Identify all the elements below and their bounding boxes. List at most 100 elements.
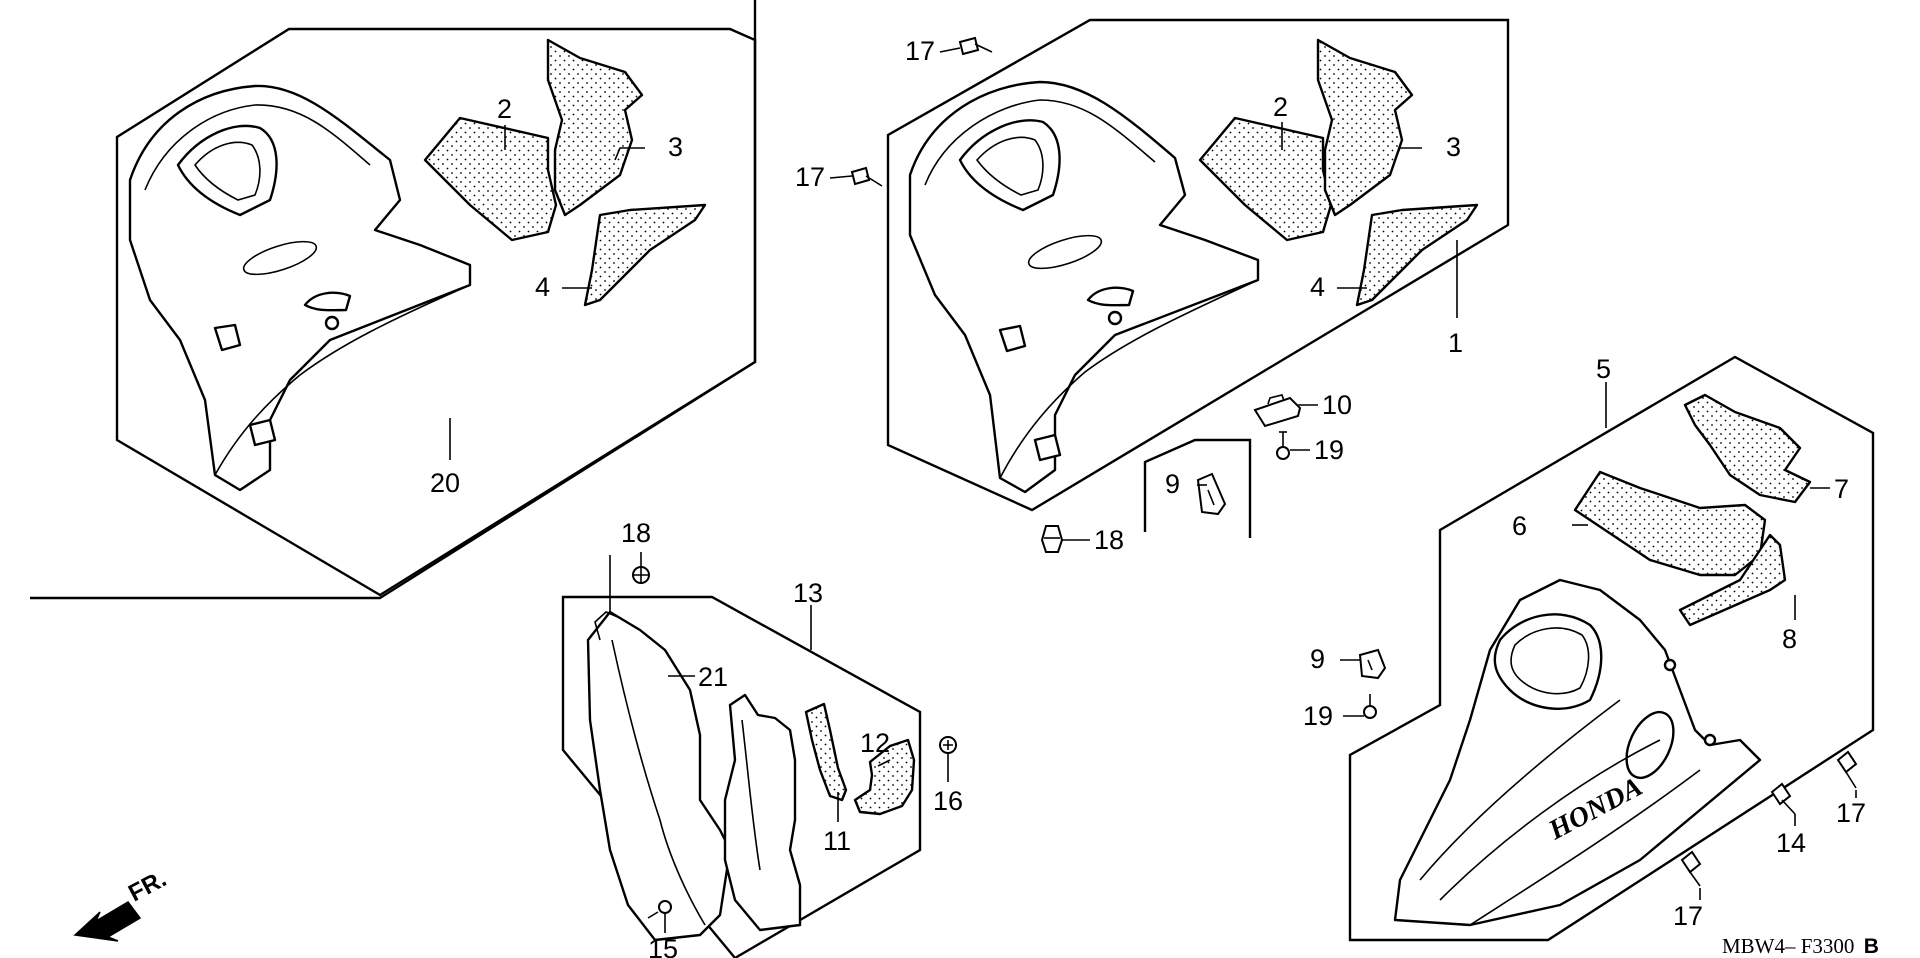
lower-cowl-edge bbox=[1469, 769, 1701, 926]
callout-10: 10 bbox=[1322, 390, 1352, 420]
callout-16: 16 bbox=[933, 786, 963, 816]
middle-cowl-right-vent-inner bbox=[975, 136, 1044, 196]
callout-5: 5 bbox=[1596, 354, 1611, 384]
callout-18-lower: 18 bbox=[621, 518, 651, 548]
lower-cowl-vent bbox=[1493, 613, 1603, 710]
pad-12 bbox=[853, 738, 916, 816]
assembly-frame-1 bbox=[886, 18, 1510, 512]
grommet-18-lower bbox=[632, 566, 650, 584]
assembly-frame-5 bbox=[1348, 355, 1875, 942]
callout-3-right: 3 bbox=[1446, 132, 1461, 162]
drawing-code: MBW4– F3300 B bbox=[1722, 934, 1879, 958]
callout-20: 20 bbox=[430, 468, 460, 498]
callout-15: 15 bbox=[648, 934, 678, 958]
front-direction-marker: FR. bbox=[73, 865, 171, 942]
assembly-13-group bbox=[561, 566, 957, 958]
front-marker-label: FR. bbox=[124, 865, 171, 907]
lower-cowl-stripe-2 bbox=[1439, 739, 1661, 901]
frame-extension-line bbox=[30, 0, 757, 600]
front-arrow-icon bbox=[73, 901, 142, 942]
pad-6 bbox=[1573, 470, 1767, 577]
screw-17-mid bbox=[850, 166, 883, 187]
leader-lines bbox=[449, 47, 1857, 933]
callout-19-lower: 19 bbox=[1303, 701, 1333, 731]
callout-21: 21 bbox=[698, 662, 728, 692]
middle-cowl-left-emblem bbox=[242, 240, 318, 276]
middle-cowl-left-tab-lower bbox=[248, 418, 277, 447]
bolt-14 bbox=[1770, 782, 1796, 815]
pad-7 bbox=[1683, 393, 1812, 504]
callout-18-center: 18 bbox=[1094, 525, 1124, 555]
callout-9-upper: 9 bbox=[1165, 469, 1180, 499]
pad-2-right bbox=[1198, 116, 1333, 242]
middle-cowl-left-duct bbox=[303, 291, 352, 312]
callout-13: 13 bbox=[793, 578, 823, 608]
middle-cowl-right-boss bbox=[1107, 310, 1123, 326]
grommet-18-center bbox=[1040, 525, 1064, 553]
callout-4-left: 4 bbox=[535, 272, 550, 302]
pad-3-left bbox=[546, 38, 644, 217]
pad-11 bbox=[804, 702, 848, 802]
bracket-9-boxed-group bbox=[1143, 438, 1252, 538]
callout-17-right: 17 bbox=[1836, 798, 1866, 828]
callout-19-upper: 19 bbox=[1314, 435, 1344, 465]
bolt-19-upper bbox=[1276, 431, 1290, 460]
middle-cowl-right-vent bbox=[958, 119, 1061, 212]
middle-cowl-left-inner bbox=[144, 104, 371, 191]
callout-17-bottom: 17 bbox=[1673, 901, 1703, 931]
callout-14: 14 bbox=[1776, 828, 1806, 858]
middle-cowl-left-edge bbox=[214, 284, 471, 476]
assembly-1-group bbox=[850, 18, 1510, 512]
pad-3-right bbox=[1316, 38, 1414, 217]
callout-8: 8 bbox=[1782, 624, 1797, 654]
middle-cowl-left-vent-inner bbox=[193, 141, 261, 201]
callout-11: 11 bbox=[823, 826, 851, 856]
lower-cowl-vent-inner bbox=[1510, 627, 1590, 695]
callout-4-right: 4 bbox=[1310, 272, 1325, 302]
callout-12: 12 bbox=[860, 728, 890, 758]
pad-2-left bbox=[423, 116, 558, 242]
lower-cowl-stripe bbox=[1419, 699, 1621, 881]
screw-17-right bbox=[1836, 750, 1858, 789]
middle-cowl-left bbox=[128, 84, 472, 492]
assembly-frame-13 bbox=[561, 595, 922, 958]
callout-7: 7 bbox=[1834, 474, 1849, 504]
inner-cover-21-hook bbox=[594, 611, 621, 641]
screw-16 bbox=[939, 736, 957, 754]
middle-cowl-right-inner bbox=[924, 99, 1156, 186]
callout-2-right: 2 bbox=[1273, 92, 1288, 122]
trim-8 bbox=[1678, 533, 1787, 627]
assembly-20-group bbox=[30, 0, 757, 600]
callout-9-lower: 9 bbox=[1310, 644, 1325, 674]
middle-cowl-right-tab bbox=[998, 324, 1027, 353]
middle-cowl-left-tab bbox=[213, 323, 242, 352]
assembly-5-group: HONDA bbox=[1348, 355, 1875, 942]
inner-cover-21-rib bbox=[611, 639, 706, 926]
callouts: 20 2 3 4 17 17 2 3 4 1 10 19 9 18 18 13 … bbox=[430, 36, 1866, 958]
middle-cowl-right-edge bbox=[999, 279, 1259, 479]
drawing-code-main: MBW4– F3300 bbox=[1722, 934, 1854, 958]
bracket-9-upper bbox=[1196, 472, 1227, 516]
bracket-9-lower bbox=[1358, 648, 1387, 680]
callout-1: 1 bbox=[1448, 328, 1463, 358]
middle-cowl-right-emblem bbox=[1027, 234, 1103, 270]
pad-4-left bbox=[583, 203, 707, 307]
middle-cowl-right bbox=[908, 80, 1260, 494]
middle-cowl-left-vent bbox=[176, 124, 278, 217]
inner-cover-right bbox=[723, 693, 802, 932]
drawing-code-suffix: B bbox=[1864, 935, 1879, 958]
middle-cowl-right-duct bbox=[1086, 286, 1135, 307]
middle-cowl-left-boss bbox=[324, 315, 340, 331]
bracket-frame-9 bbox=[1143, 438, 1252, 538]
screw-17-top bbox=[958, 36, 993, 56]
screw-17-bottom bbox=[1680, 850, 1702, 887]
middle-cowl-right-tab-lower bbox=[1033, 433, 1062, 462]
callout-3-left: 3 bbox=[668, 132, 683, 162]
bolt-19-lower bbox=[1363, 694, 1377, 719]
callout-2-left: 2 bbox=[497, 94, 512, 124]
callout-17-top: 17 bbox=[905, 36, 935, 66]
callout-17-mid: 17 bbox=[795, 162, 825, 192]
clip-10 bbox=[1253, 394, 1302, 428]
callout-6: 6 bbox=[1512, 511, 1527, 541]
